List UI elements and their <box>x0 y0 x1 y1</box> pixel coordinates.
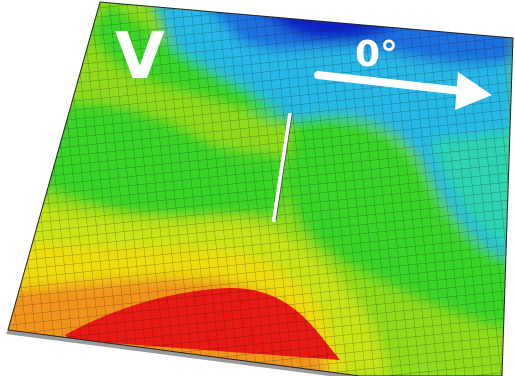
direction-arrow <box>314 71 492 110</box>
angle-label: 0° <box>355 34 398 75</box>
crack <box>272 113 292 222</box>
component-label: V <box>115 20 165 94</box>
plate-outline <box>7 1 514 376</box>
arrow-shaft <box>314 71 474 96</box>
crack-edge <box>275 114 293 221</box>
arrow-head <box>455 72 492 110</box>
